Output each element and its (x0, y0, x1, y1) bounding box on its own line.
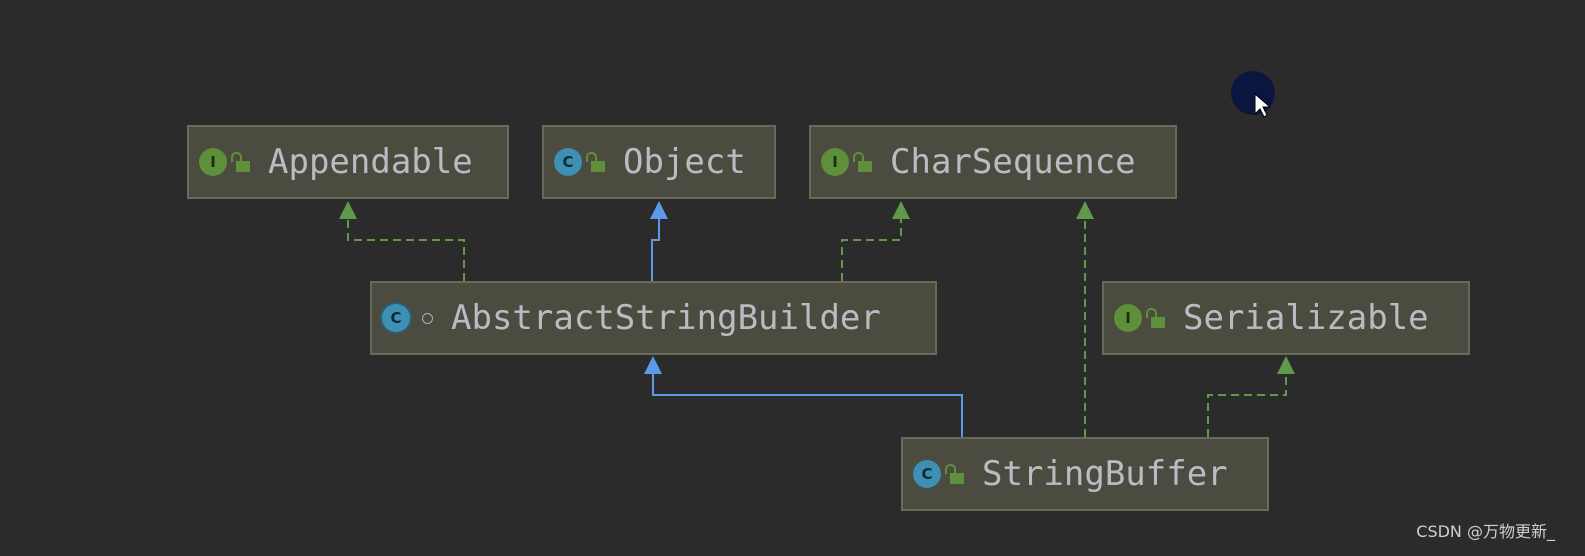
node-object[interactable]: C Object (542, 125, 776, 199)
public-lock-icon (586, 151, 605, 172)
edge-abstractstringbuilder-charsequence (841, 214, 902, 281)
interface-icon: I (1114, 304, 1142, 332)
package-private-icon (422, 312, 433, 324)
node-serializable[interactable]: I Serializable (1102, 281, 1470, 355)
edge-abstractstringbuilder-object (651, 214, 660, 281)
class-icon: C (554, 148, 582, 176)
edge-stringbuffer-serializable-arrowhead (1277, 356, 1295, 374)
edge-abstractstringbuilder-appendable-arrowhead (339, 201, 357, 219)
edge-abstractstringbuilder-charsequence-arrowhead (892, 201, 910, 219)
final-class-icon: C (913, 460, 941, 488)
node-label: StringBuffer (982, 454, 1228, 494)
node-charsequence[interactable]: I CharSequence (809, 125, 1177, 199)
node-appendable[interactable]: I Appendable (187, 125, 509, 199)
public-lock-icon (945, 463, 964, 484)
node-label: Appendable (268, 142, 473, 182)
edge-stringbuffer-serializable (1207, 369, 1287, 437)
edge-stringbuffer-abstractstringbuilder (652, 369, 963, 437)
public-lock-icon (853, 151, 872, 172)
public-lock-icon (1146, 307, 1165, 328)
edge-abstractstringbuilder-object-arrowhead (650, 201, 668, 219)
watermark: CSDN @万物更新_ (1416, 522, 1555, 541)
node-stringbuffer[interactable]: C StringBuffer (901, 437, 1269, 511)
node-abstractstringbuilder[interactable]: C AbstractStringBuilder (370, 281, 937, 355)
abstract-class-icon: C (382, 304, 410, 332)
interface-icon: I (821, 148, 849, 176)
mouse-pointer-icon (1231, 71, 1275, 118)
edge-abstractstringbuilder-appendable (347, 214, 465, 281)
public-lock-icon (231, 151, 250, 172)
node-label: AbstractStringBuilder (451, 298, 881, 338)
node-label: Serializable (1183, 298, 1429, 338)
edge-stringbuffer-charsequence-arrowhead (1076, 201, 1094, 219)
interface-icon: I (199, 148, 227, 176)
edge-stringbuffer-abstractstringbuilder-arrowhead (644, 356, 662, 374)
node-label: Object (623, 142, 746, 182)
node-label: CharSequence (890, 142, 1136, 182)
